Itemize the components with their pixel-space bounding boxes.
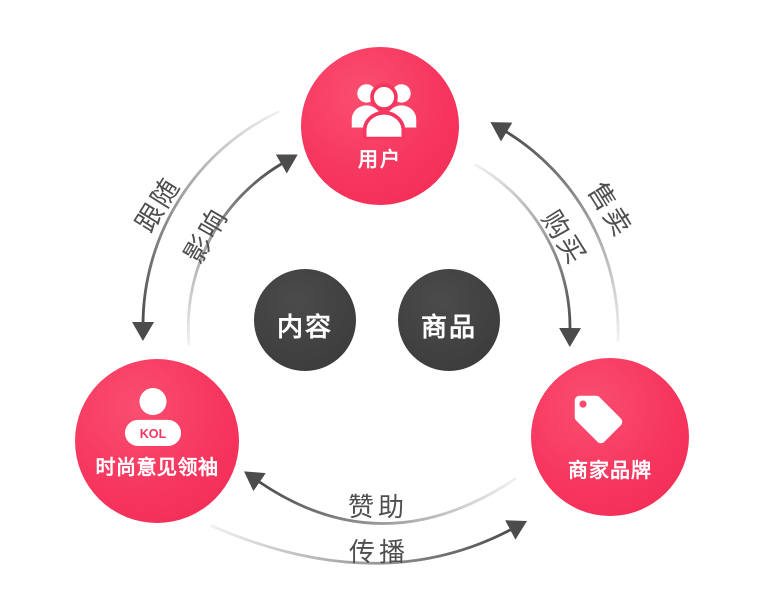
node-kol-label: 时尚意见领袖: [95, 457, 219, 479]
node-goods: 商品: [398, 269, 500, 371]
node-content-label: 内容: [276, 312, 333, 342]
arrow-influence: [186, 154, 298, 346]
node-kol: KOL 时尚意见领袖: [75, 359, 239, 523]
node-merchant: 商家品牌: [531, 358, 689, 516]
arrow-buy: [474, 163, 582, 347]
edge-label-spread: 传播: [348, 537, 409, 567]
node-content: 内容: [254, 269, 356, 371]
person-icon: KOL: [124, 388, 182, 446]
kol-badge: KOL: [140, 427, 167, 441]
node-users: 用户: [301, 47, 459, 205]
arrow-spread: [210, 520, 528, 565]
node-users-label: 用户: [358, 149, 402, 171]
edge-label-sponsor: 赞助: [347, 492, 408, 522]
tag-icon: [574, 395, 623, 444]
node-goods-label: 商品: [420, 312, 477, 342]
arrow-sponsor: [243, 471, 517, 525]
arrow-follow: [132, 110, 280, 341]
users-group-icon: [351, 83, 417, 139]
arrow-sell: [490, 122, 620, 342]
node-merchant-label: 商家品牌: [568, 460, 652, 482]
